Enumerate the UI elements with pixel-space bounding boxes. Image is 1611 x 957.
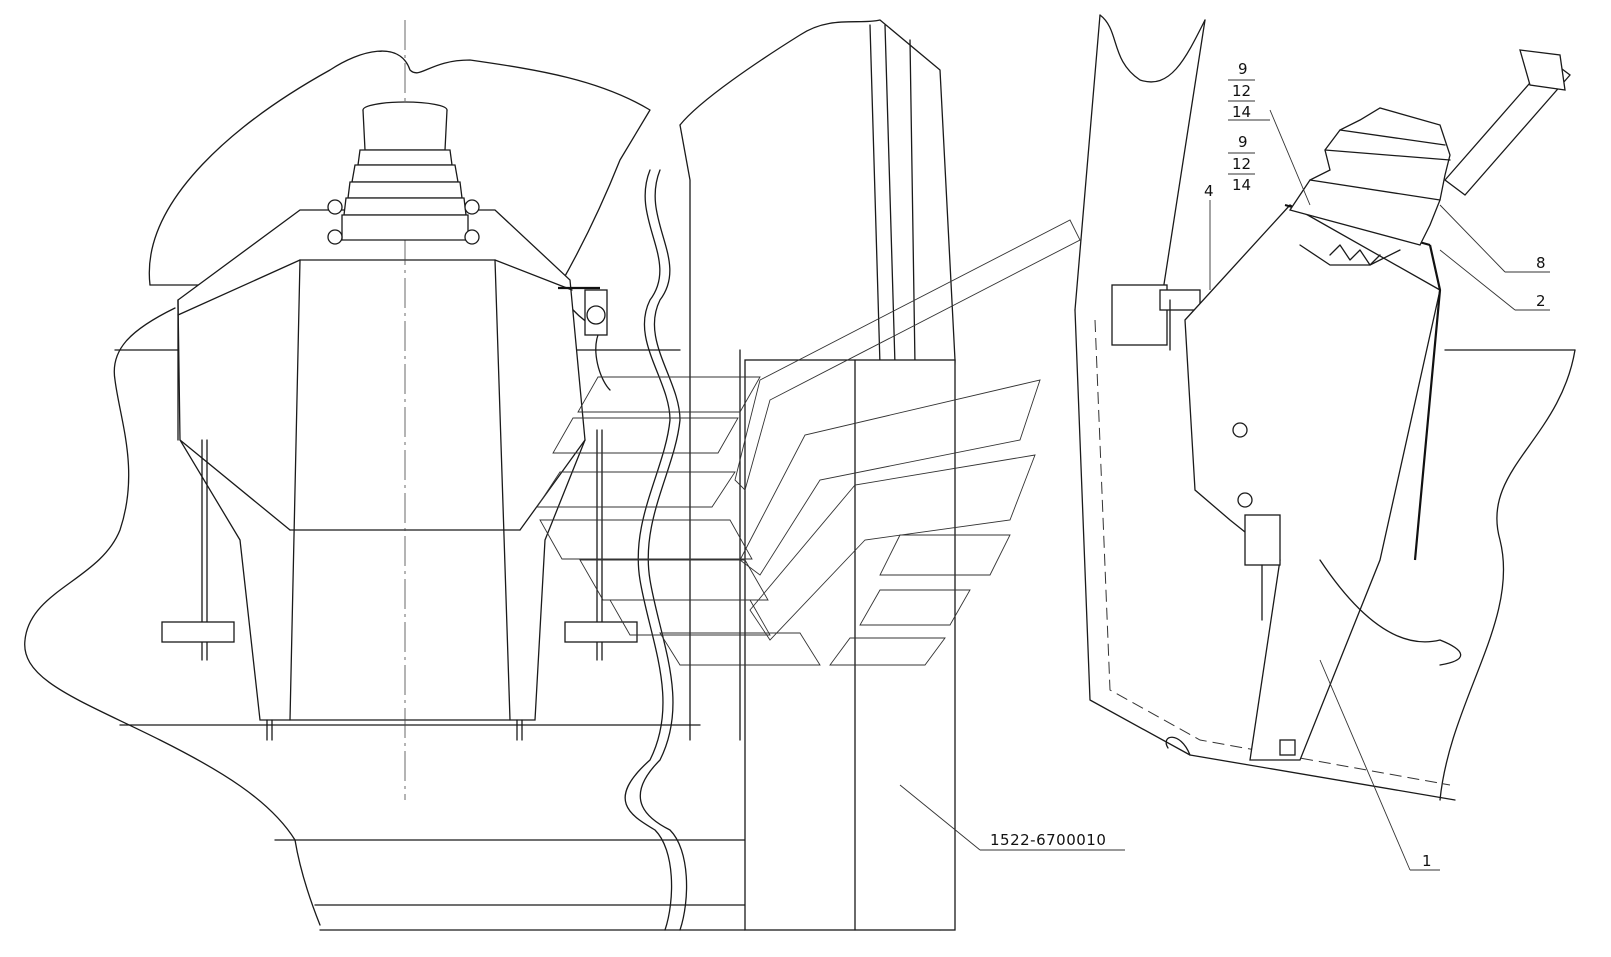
hidden-edge [1094, 319, 1451, 786]
callout-stack-lower: 9 12 14 [1228, 133, 1255, 194]
boot-neck [362, 109, 448, 151]
callout-12: 12 [1232, 155, 1251, 173]
housing-edge [179, 439, 291, 531]
left-breakout-outline [24, 50, 651, 926]
lever-cap [1519, 49, 1566, 91]
panel [552, 417, 739, 454]
housing-edge [289, 259, 301, 721]
clamp-bolt-icon [586, 305, 606, 325]
bellows-base [341, 214, 469, 241]
bolt-icon [464, 199, 480, 215]
callout-12: 12 [1232, 82, 1251, 100]
leader-8 [1439, 204, 1506, 273]
bracket [1111, 284, 1168, 346]
bolt-icon [327, 229, 343, 245]
panel-strip [739, 379, 1041, 576]
panel-strip [734, 219, 1081, 491]
bellows-fold [347, 181, 463, 199]
bracket-bolt [1159, 289, 1201, 311]
callout-9: 9 [1238, 133, 1248, 151]
pillar-edge [884, 24, 896, 366]
panel [579, 559, 769, 601]
bellows-fold [351, 164, 459, 183]
housing-body [177, 209, 586, 721]
housing-wall [1413, 244, 1442, 561]
callout-stack-upper: 9 12 14 [1228, 60, 1270, 121]
callout-14: 14 [1232, 176, 1251, 194]
callout-14: 14 [1232, 103, 1251, 121]
panel-group [536, 219, 1081, 666]
bolt-icon [464, 229, 480, 245]
panel [859, 589, 971, 626]
drain-hook [1165, 736, 1191, 756]
base-bolt [1279, 739, 1296, 756]
pedal-arm [1319, 559, 1462, 666]
panel [879, 534, 1011, 576]
right-breakout-edge [1439, 349, 1576, 801]
right-breakout-outline [1099, 14, 1206, 83]
pillar-edge [679, 124, 691, 741]
leader-9-12-14-upper [1269, 109, 1311, 206]
cable [624, 169, 673, 931]
lever-rod [1444, 59, 1571, 196]
pillar-breakout-outline [679, 19, 956, 931]
bellows-fold [357, 149, 453, 166]
floor-edge [1074, 309, 1456, 801]
housing-edge [519, 439, 586, 531]
angled-bellows [1288, 107, 1451, 246]
panel [536, 471, 736, 508]
middle-view: 1522-6700010 [536, 19, 1125, 931]
housing-edge [177, 259, 301, 316]
panel [659, 632, 821, 666]
part-1-label: 1 [1422, 852, 1432, 870]
gear-teeth [1329, 244, 1381, 266]
left-view [24, 20, 746, 931]
mount-foot [564, 621, 638, 643]
cable [639, 169, 688, 931]
leader-2 [1439, 249, 1516, 311]
mount-foot [161, 621, 235, 643]
pillar-edge [1074, 14, 1101, 311]
actuator-cylinder [1244, 514, 1281, 566]
assembly-code-label: 1522-6700010 [990, 831, 1106, 849]
panel [539, 519, 753, 560]
toothed-sector [1299, 244, 1401, 266]
bolt-icon [327, 199, 343, 215]
pivot-bolt-icon [1232, 422, 1248, 438]
mount-housing [1184, 204, 1441, 761]
pillar-edge [869, 24, 881, 366]
panel-strip [749, 454, 1036, 641]
panel [609, 599, 771, 636]
panel [829, 637, 946, 666]
pivot-bolt-icon [1237, 492, 1253, 508]
housing-edge [494, 259, 573, 291]
part-4-label: 4 [1204, 182, 1214, 200]
pillar-edge [909, 39, 916, 366]
pillar-edge [1159, 19, 1206, 311]
leader-1 [1319, 659, 1411, 871]
part-8-label: 8 [1536, 254, 1546, 272]
callout-9: 9 [1238, 60, 1248, 78]
part-2-label: 2 [1536, 292, 1546, 310]
panel [577, 376, 761, 413]
right-view: 9 12 14 9 12 14 4 8 2 1 [1074, 14, 1576, 871]
bellows-boot [341, 101, 469, 241]
pillar-block [744, 359, 956, 931]
bellows-fold-lines [1309, 129, 1451, 201]
housing-edge [494, 259, 511, 721]
code-leader [899, 784, 981, 851]
bellows-fold [343, 197, 467, 216]
